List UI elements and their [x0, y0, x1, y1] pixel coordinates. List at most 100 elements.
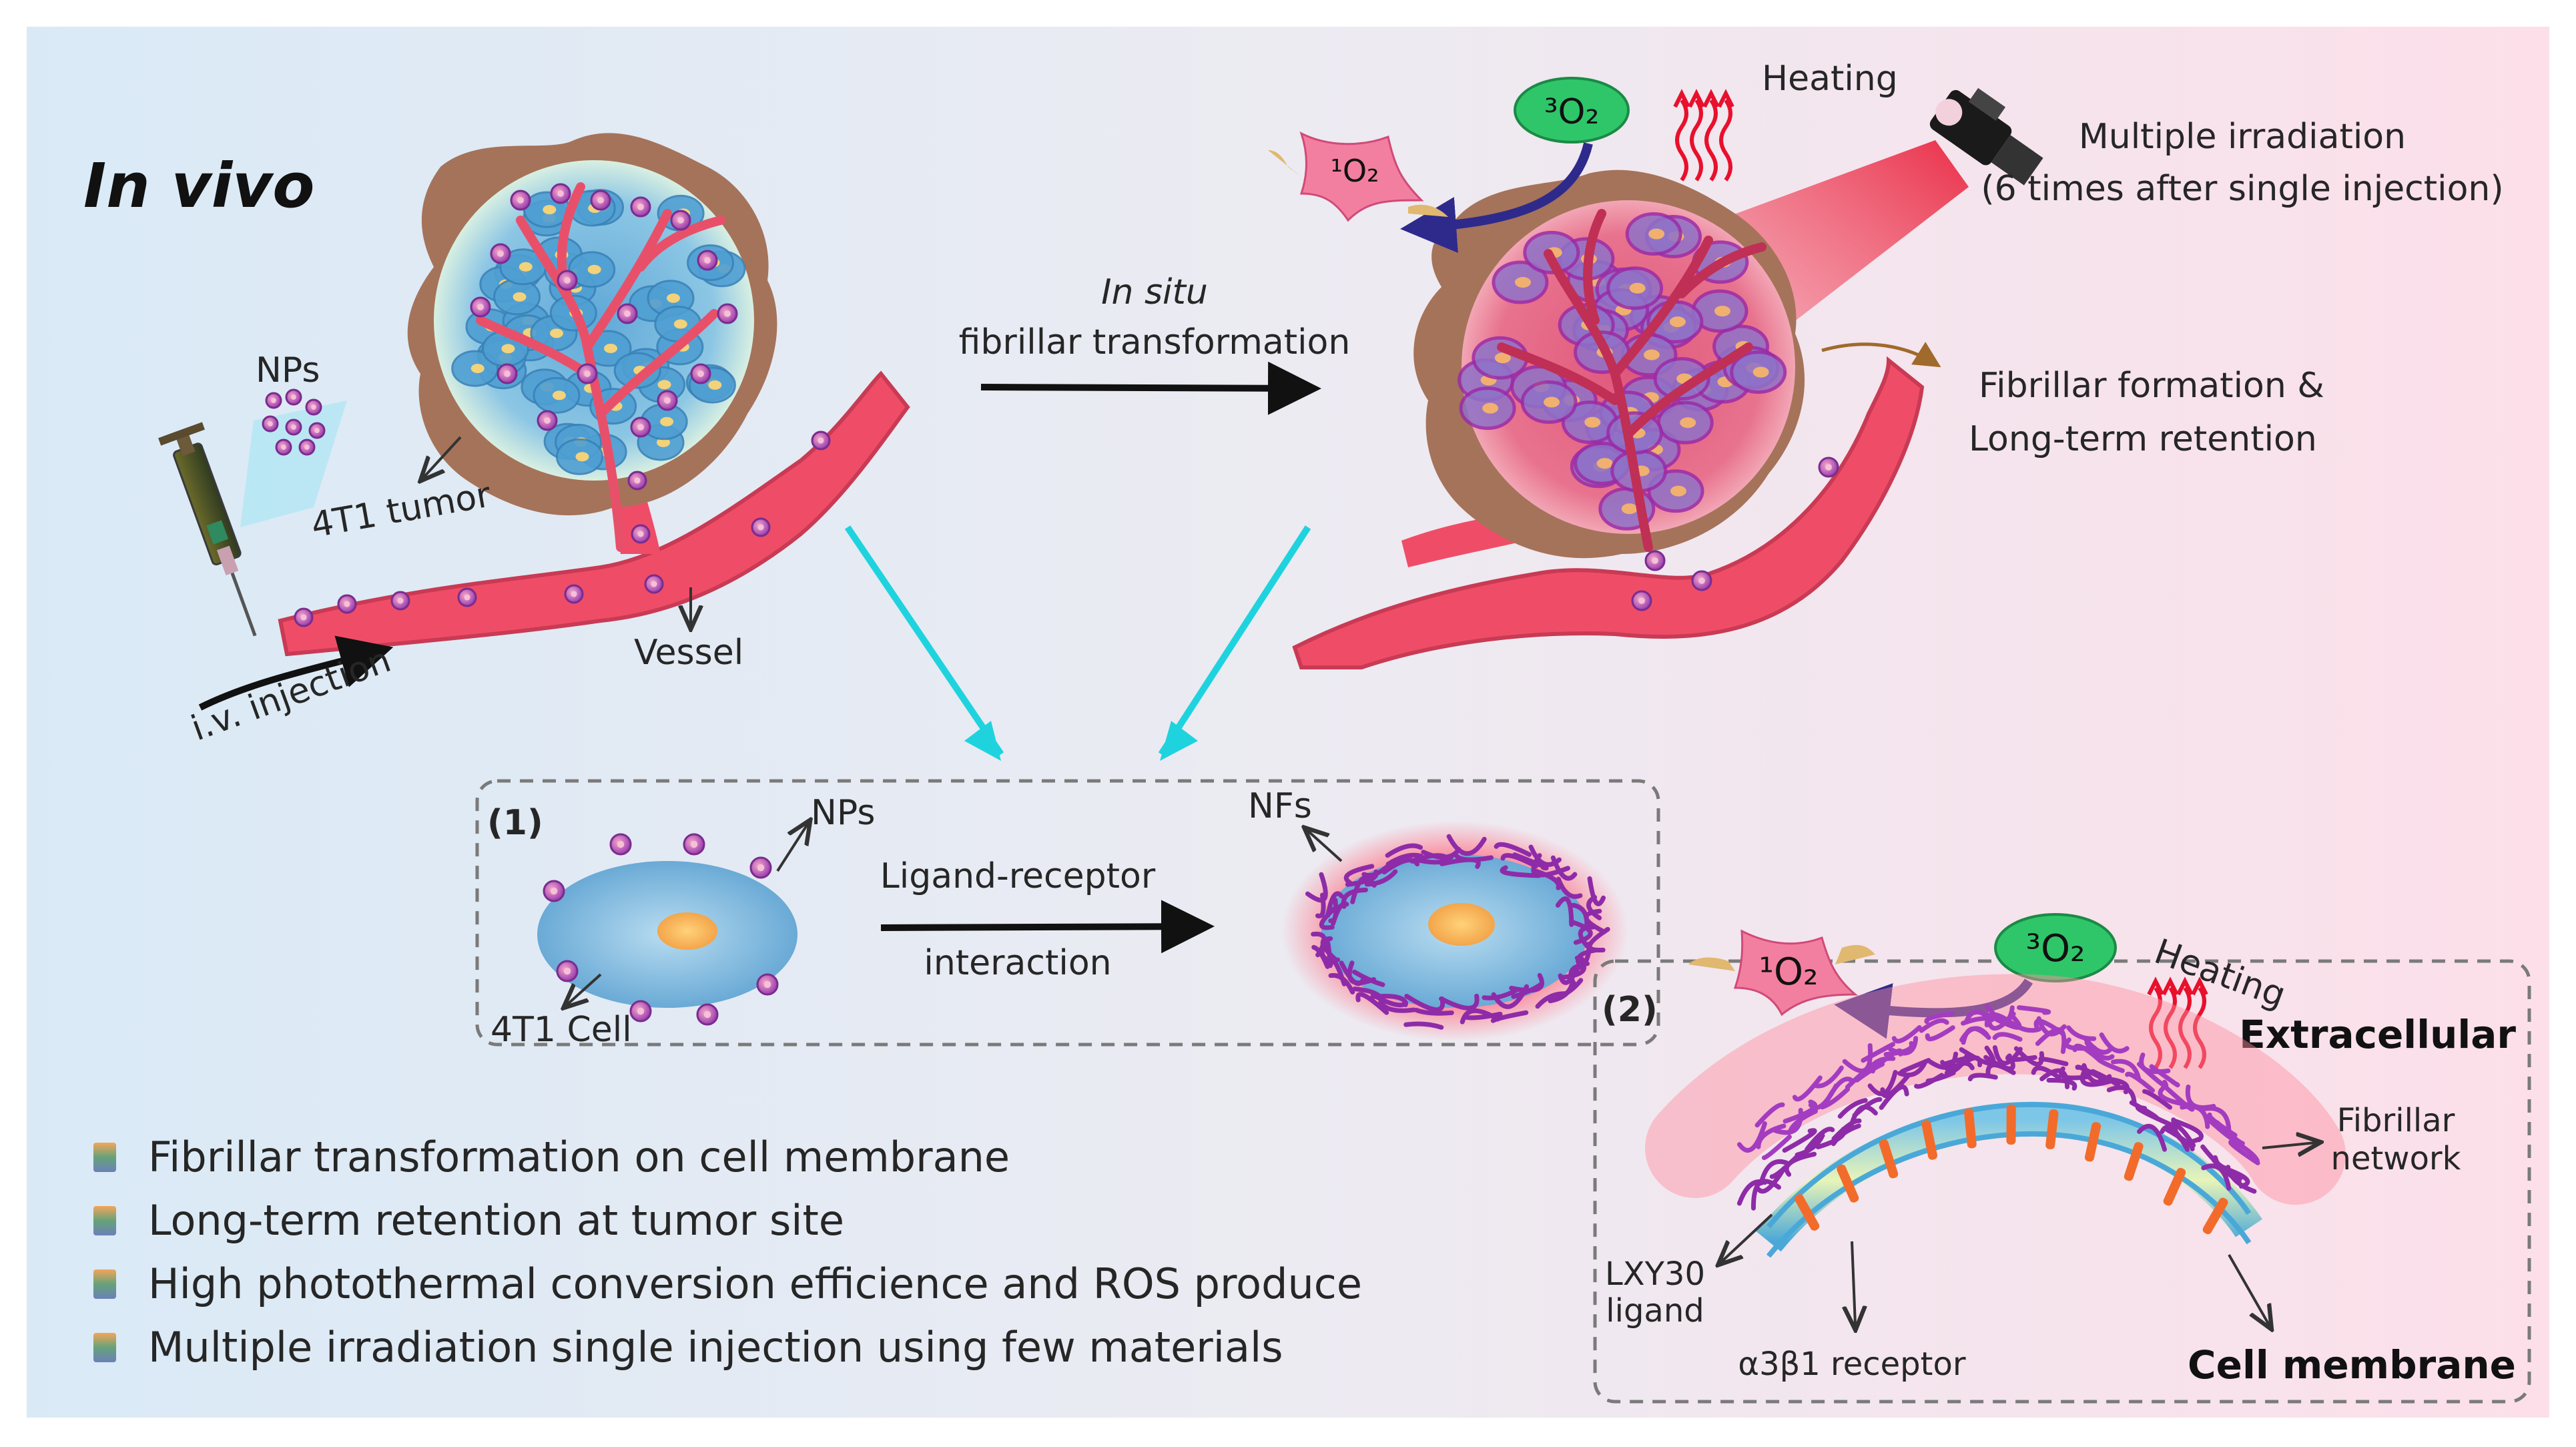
feature-item: Long-term retention at tumor site: [148, 1196, 844, 1245]
right-vessel-particles: [1631, 457, 1839, 611]
fiber: [1941, 1055, 1973, 1067]
fiber: [1925, 1025, 1955, 1042]
fiber: [1460, 1008, 1500, 1025]
fiber: [2135, 1105, 2173, 1127]
heating-icon-top: [1673, 89, 1734, 182]
fiber: [1867, 1069, 1898, 1097]
receptor-icon: [1964, 1108, 1977, 1149]
fiber: [1355, 992, 1389, 1015]
fiber: [1534, 868, 1561, 890]
label-panel1-nps: NPs: [811, 793, 875, 833]
fiber: [1556, 876, 1583, 899]
fiber: [1792, 1075, 1823, 1102]
left-tumor-illustration: [278, 133, 910, 657]
fiber: [1820, 1087, 1851, 1110]
fiber: [1919, 1018, 1949, 1033]
fiber: [1891, 1025, 1922, 1044]
fiber: [1439, 993, 1480, 1010]
cyan-arrowhead-left: [964, 721, 1001, 761]
triplet-oxygen-badge-bottom: [1994, 913, 2117, 982]
heat-wave: [2149, 986, 2162, 1069]
heat-wave: [1719, 99, 1732, 182]
fiber: [1352, 986, 1385, 1004]
feature-item: High photothermal conversion efficience …: [148, 1259, 1362, 1308]
label-nps: NPs: [256, 350, 320, 390]
label-ligand-receptor-1: Ligand-receptor: [880, 856, 1156, 896]
fiber: [1319, 904, 1339, 930]
fiber: [1500, 865, 1542, 878]
fiber: [2125, 1071, 2156, 1093]
fiber: [1586, 894, 1602, 920]
label-panel-1: (1): [487, 803, 543, 843]
fiber: [1888, 1036, 1919, 1056]
feature-bullet-icon: [93, 1143, 116, 1172]
fiber: [1847, 1105, 1878, 1132]
fiber: [1983, 1055, 2015, 1071]
fiber: [1490, 1010, 1529, 1023]
fiber: [1568, 919, 1593, 945]
heat-wave: [1690, 99, 1703, 182]
receptor-icon: [1837, 1164, 1859, 1203]
fiber: [1761, 1134, 1792, 1161]
ligand-receptor-arrow: [880, 900, 1215, 954]
fiber: [1813, 1065, 1844, 1089]
fiber: [1413, 1007, 1454, 1016]
label-panel1-nfs: NFs: [1248, 786, 1312, 826]
fiber: [1494, 842, 1532, 857]
label-fibrillar-network-2: network: [2331, 1140, 2461, 1177]
fiber: [2142, 1089, 2173, 1110]
fiber: [2137, 1123, 2168, 1152]
oxygen-conversion-arrow-top: [1400, 142, 1593, 253]
fiber: [2214, 1120, 2245, 1146]
fiber: [2090, 1069, 2121, 1088]
ligand-pointer: [1722, 1213, 1773, 1261]
left-vessel-particles: [294, 430, 831, 627]
fiber: [2094, 1055, 2125, 1073]
fiber: [1413, 854, 1454, 865]
fiber: [2099, 1032, 2130, 1054]
fiber: [1758, 1159, 1789, 1186]
fiber: [2031, 1065, 2061, 1080]
fibrillar-network-pointer: [2262, 1143, 2316, 1148]
fiber: [2084, 1041, 2115, 1061]
singlet-oxygen-icon-top: [1268, 131, 1448, 222]
fiber: [1754, 1102, 1785, 1128]
fiber: [2017, 1005, 2051, 1015]
label-ligand-2: ligand: [1606, 1292, 1704, 1330]
fiber: [1364, 869, 1398, 887]
label-multiple-irradiation-2: (6 times after single injection): [1981, 169, 2503, 209]
fiber: [1736, 1121, 1767, 1153]
receptor-icon: [2045, 1109, 2059, 1149]
label-singlet-o2-top: ¹O₂: [1330, 153, 1379, 189]
fiber: [1924, 1011, 1955, 1025]
fiber: [2226, 1168, 2257, 1194]
fiber: [1305, 872, 1328, 903]
fiber: [1769, 1153, 1800, 1179]
title: In vivo: [83, 150, 314, 222]
panel1-cell-after: [1281, 821, 1628, 1041]
heat-wave: [2193, 986, 2206, 1069]
singlet-oxygen-icon-bottom: [1688, 929, 1875, 1017]
label-panel1-cell: 4T1 Cell: [491, 1010, 632, 1050]
fiber: [1992, 1032, 2023, 1042]
fiber: [2110, 1059, 2141, 1081]
fiber: [1421, 847, 1462, 860]
panel1-cell-pointer: [567, 973, 602, 1004]
fiber: [1883, 1041, 1915, 1057]
receptor-icon: [2163, 1167, 2186, 1206]
label-fibrillar-formation-2: Long-term retention: [1969, 419, 2317, 459]
fiber: [1341, 887, 1368, 909]
feature-bullet-icon: [93, 1206, 116, 1235]
fiber: [1550, 855, 1578, 881]
panel-2-frame: [1593, 959, 2531, 1404]
fiber: [1865, 1056, 1896, 1075]
fiber: [1815, 1127, 1847, 1150]
panel-1-frame: [475, 779, 1660, 1047]
fiber: [1756, 1123, 1787, 1149]
fiber: [1783, 1099, 1818, 1124]
feature-item: Multiple irradiation single injection us…: [148, 1323, 1283, 1372]
fiber: [2106, 1085, 2137, 1106]
oxygen-conversion-arrow-bottom: [1834, 978, 2033, 1039]
label-heating-top: Heating: [1762, 59, 1898, 99]
